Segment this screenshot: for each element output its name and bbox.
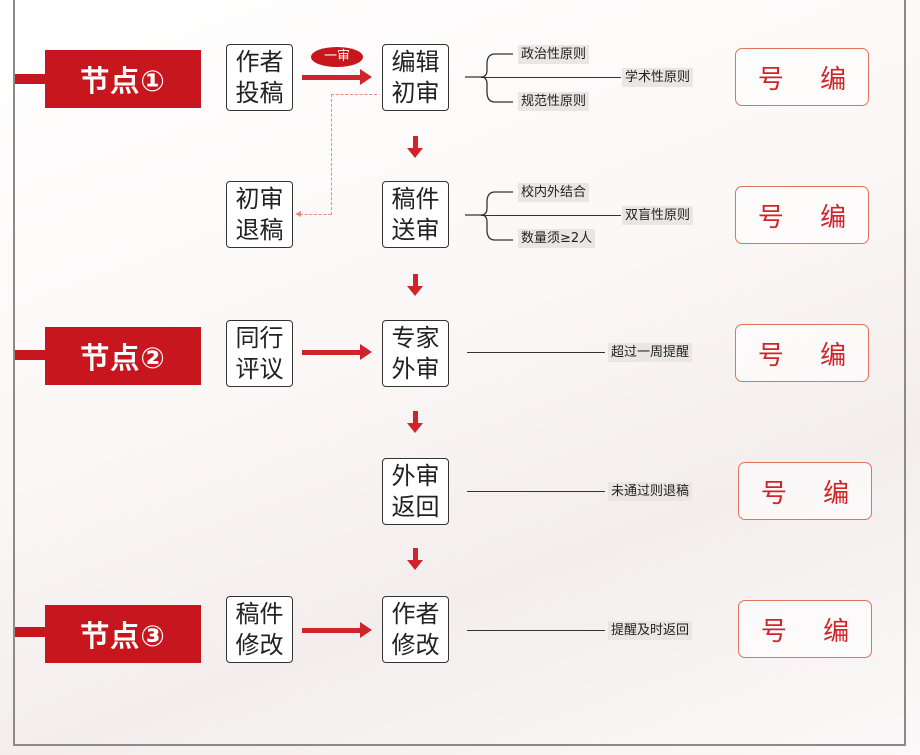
- step-review-return: 外审返回: [382, 458, 449, 525]
- frame-left-border: [13, 0, 15, 746]
- editor-box: 号 编: [735, 48, 869, 106]
- step-send-review: 稿件送审: [382, 181, 449, 248]
- step-author-revise: 作者修改: [382, 596, 449, 663]
- down-arrow-icon: [407, 411, 423, 433]
- right-arrow-icon: [302, 344, 372, 360]
- reject-dashed-line: [331, 94, 377, 95]
- step-author-submit: 作者投稿: [226, 44, 293, 111]
- node-1-label: 节点①: [45, 50, 201, 108]
- node-2-label: 节点②: [45, 327, 201, 385]
- frame-bottom-border: [13, 744, 906, 746]
- step-editor-initial-review: 编辑初审: [382, 44, 449, 111]
- editor-box: 号 编: [738, 462, 872, 520]
- step-initial-reject: 初审退稿: [226, 181, 293, 248]
- note-political: 政治性原则: [518, 45, 590, 64]
- reject-dashed-line: [300, 214, 331, 215]
- connector-line: [467, 352, 605, 354]
- note-internal-external: 校内外结合: [518, 183, 590, 202]
- note-double-blind: 双盲性原则: [622, 206, 694, 225]
- down-arrow-icon: [407, 136, 423, 158]
- node-connector: [15, 627, 47, 637]
- left-arrowhead-icon: [295, 211, 301, 217]
- reject-dashed-line: [331, 94, 332, 215]
- editor-box: 号 编: [735, 186, 869, 244]
- node-connector: [15, 350, 47, 360]
- right-arrow-icon: [302, 69, 372, 85]
- step-peer-review: 同行评议: [226, 320, 293, 387]
- right-arrow-icon: [302, 622, 372, 638]
- step-manuscript-revise: 稿件修改: [226, 596, 293, 663]
- connector-line: [467, 491, 605, 493]
- down-arrow-icon: [407, 274, 423, 296]
- node-connector: [15, 74, 47, 84]
- note-overdue-reminder: 超过一周提醒: [608, 343, 693, 362]
- editor-box: 号 编: [738, 600, 872, 658]
- note-reject-if-fail: 未通过则退稿: [608, 482, 693, 501]
- note-academic: 学术性原则: [622, 68, 694, 87]
- node-3-label: 节点③: [45, 605, 201, 663]
- connector-line: [467, 630, 605, 632]
- note-return-reminder: 提醒及时返回: [608, 621, 693, 640]
- note-standard: 规范性原则: [518, 92, 590, 111]
- editor-box: 号 编: [735, 324, 869, 382]
- down-arrow-icon: [407, 548, 423, 570]
- note-reviewer-count: 数量须≥2人: [518, 229, 596, 248]
- step-expert-review: 专家外审: [382, 320, 449, 387]
- first-review-pill: 一审: [311, 47, 363, 67]
- frame-right-border: [904, 0, 906, 746]
- connector-line: [481, 215, 621, 217]
- connector-line: [481, 77, 621, 79]
